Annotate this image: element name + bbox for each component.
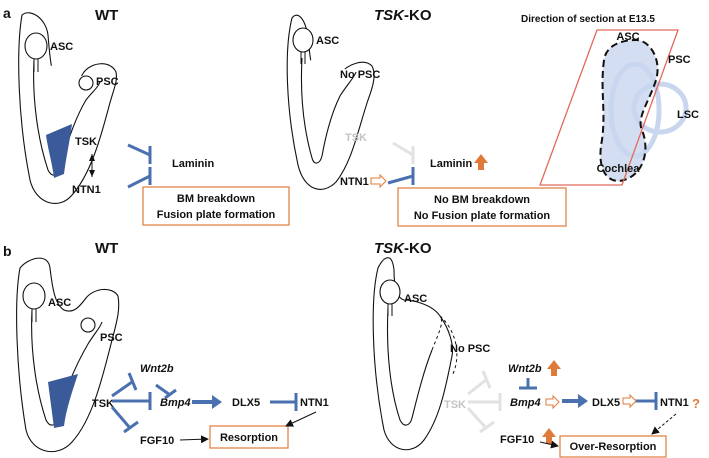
fgf10-up-arrow (542, 428, 556, 444)
wt-b-resorption-box (209, 425, 289, 449)
panel-a-ko-title: TSK-KO (374, 7, 432, 24)
bmp4-hollow-arrow (545, 394, 560, 410)
ko-b-fgf10-label: FGF10 (500, 434, 534, 446)
ko-b-no-psc-label: No PSC (450, 343, 490, 355)
panel-b-ko-title: TSK-KO (374, 240, 432, 257)
section-schematic (539, 29, 689, 186)
wt-b-ntn1-label: NTN1 (300, 397, 329, 409)
ntn1-hollow-arrow-a (370, 173, 387, 189)
ko-fgf10-to-resorption-arrow (539, 440, 559, 449)
wt-b-tsk-label: TSK (92, 398, 114, 410)
ko-ntn1-to-resorption-arrow (651, 413, 677, 435)
wt-inner-ear-b (16, 257, 120, 453)
ko-a-tsk-label: TSK (345, 132, 367, 144)
wt-b-bmp4-label: Bmp4 (160, 397, 191, 409)
wt-b-asc-label: ASC (48, 297, 71, 309)
panel-b-wt-title: WT (95, 240, 118, 257)
wt-a-inhibitions (127, 143, 152, 189)
ko-b-wnt2b-label: Wnt2b (508, 363, 542, 375)
wt-a-laminin-label: Laminin (172, 158, 214, 170)
section-psc-label: PSC (668, 54, 691, 66)
ko-b-over-resorption-box (559, 435, 667, 458)
section-plane-frame (539, 29, 679, 186)
section-cochlea-label: Cochlea (597, 163, 641, 175)
wt-b-inhibitions (110, 372, 298, 434)
panel-b-label: b (3, 243, 12, 259)
ko-a-ntn1-label: NTN1 (340, 176, 369, 188)
ko-a-outcome-box (397, 187, 567, 227)
ko-a-outcome-line1: No BM breakdown (434, 194, 530, 206)
ko-a-no-psc-label: No PSC (340, 69, 380, 81)
wt-a-ntn1-label: NTN1 (72, 184, 101, 196)
section-title: Direction of section at E13.5 (521, 14, 655, 25)
ntn1-to-resorption-arrow (285, 411, 317, 427)
tsk-region-a (46, 124, 72, 178)
ko-b-bmp4-label: Bmp4 (510, 397, 541, 409)
fgf10-to-resorption-arrow (179, 435, 209, 444)
wt-b-wnt2b-label: Wnt2b (140, 363, 174, 375)
ko-b-tsk-label: TSK (444, 399, 466, 411)
wt-a-asc-label: ASC (50, 41, 73, 53)
ko-b-over-resorption-label: Over-Resorption (570, 441, 657, 453)
wt-a-outcome-box (142, 186, 290, 226)
ko-b-asc-label: ASC (404, 293, 427, 305)
ko-a-laminin-label: Laminin (430, 158, 472, 170)
ko-b-ntn1-label: NTN1 (660, 397, 689, 409)
ko-a-outcome-line2: No Fusion plate formation (414, 210, 551, 222)
wt-b-dlx5-label: DLX5 (232, 397, 260, 409)
dlx5-hollow-arrow (622, 393, 637, 409)
section-lsc-label: LSC (677, 109, 699, 121)
panel-a-label: a (3, 5, 11, 21)
section-asc-label: ASC (616, 31, 639, 43)
wnt2b-up-arrow (547, 360, 561, 376)
wt-a-psc-label: PSC (96, 76, 119, 88)
wt-a-outcome-line2: Fusion plate formation (157, 209, 276, 221)
ko-b-dlx5-label: DLX5 (592, 397, 620, 409)
ntn1-question-mark: ? (692, 396, 700, 411)
ko-inner-ear-b (372, 257, 458, 451)
panel-a-wt-title: WT (95, 7, 118, 24)
wt-a-tsk-label: TSK (75, 136, 97, 148)
wt-b-psc-label: PSC (100, 332, 123, 344)
wt-b-resorption-label: Resorption (220, 432, 278, 444)
wt-a-outcome-line1: BM breakdown (177, 193, 256, 205)
ko-a-inhibitions (387, 141, 415, 185)
wt-b-fgf10-label: FGF10 (140, 435, 174, 447)
ko-b-inhibitions (466, 370, 658, 434)
laminin-up-arrow (474, 154, 488, 170)
ko-inner-ear-a (286, 14, 375, 190)
tsk-region-b (48, 374, 78, 428)
ko-a-asc-label: ASC (316, 35, 339, 47)
